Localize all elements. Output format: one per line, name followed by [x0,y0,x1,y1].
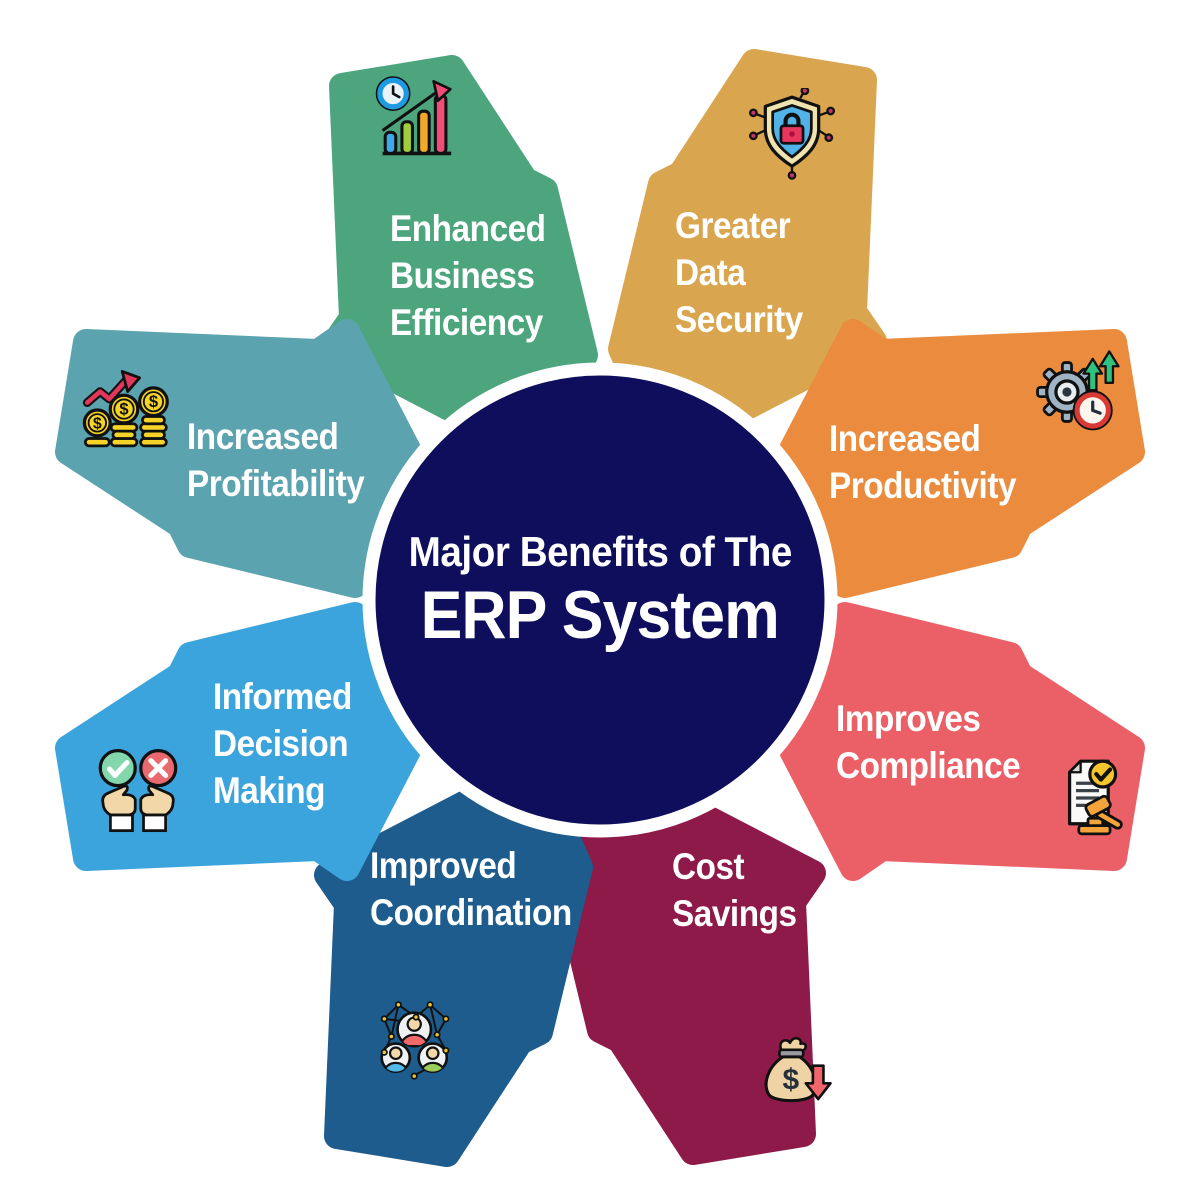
label-informed-decision-making: Informed Decision Making [213,673,352,814]
svg-text:$: $ [93,415,102,432]
svg-text:$: $ [783,1063,800,1096]
label-cost-savings: Cost Savings [672,843,797,937]
svg-text:$: $ [119,400,128,419]
label-line: Improves [836,698,981,739]
label-line: Business [390,255,535,296]
label-line: Enhanced [390,208,546,249]
label-line: Cost [672,846,745,887]
label-improves-compliance: Improves Compliance [836,695,1021,789]
label-enhanced-business-efficiency: Enhanced Business Efficiency [390,205,546,346]
hands-check-cross-icon [98,748,178,833]
label-greater-data-security: Greater Data Security [675,202,803,343]
label-line: Making [213,770,326,811]
shield-lock-icon [748,88,836,180]
label-line: Informed [213,676,352,717]
label-line: Increased [829,418,981,459]
center-title-line1: Major Benefits of The [0,528,1200,576]
label-line: Compliance [836,745,1021,786]
petal-increased-productivity [732,319,1145,598]
center-title-line2-text: ERP System [420,577,780,653]
label-line: Efficiency [390,302,543,343]
label-increased-productivity: Increased Productivity [829,415,1016,509]
center-title-line1-text: Major Benefits of The [408,528,792,575]
center-disc [362,362,838,838]
money-bag-down-arrow-icon: $ [764,1036,832,1103]
label-line: Decision [213,723,349,764]
team-network-icon [380,1001,450,1080]
label-line: Improved [370,845,517,886]
label-line: Increased [187,416,339,457]
label-increased-profitability: Increased Profitability [187,413,365,507]
coin-stacks-growth-icon: $ $ $ [82,369,169,448]
label-line: Productivity [829,465,1017,506]
label-line: Coordination [370,892,572,933]
label-line: Savings [672,893,797,934]
bar-chart-growth-icon [375,76,452,156]
label-line: Profitability [187,463,365,504]
label-improved-coordination: Improved Coordination [370,842,572,936]
label-line: Greater [675,205,791,246]
gear-arrows-clock-icon [1036,350,1120,431]
label-line: Data [675,252,746,293]
petal-improves-compliance [732,602,1145,881]
svg-text:$: $ [149,392,158,411]
label-line: Security [675,299,803,340]
document-check-gavel-icon [1067,759,1123,836]
center-title-line2: ERP System [0,576,1200,654]
